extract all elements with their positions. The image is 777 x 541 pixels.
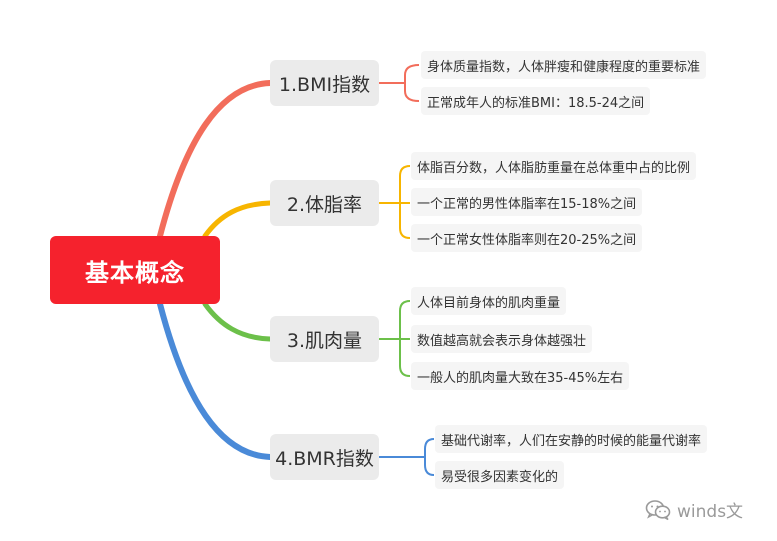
bracket-branch-2 [379, 165, 411, 239]
leaf-text: 正常成年人的标准BMI：18.5-24之间 [427, 95, 645, 111]
bracket-branch-1 [379, 64, 420, 102]
leaf-body-fat-2[interactable]: 一个正常的男性体脂率在15-18%之间 [411, 188, 643, 216]
root-node[interactable]: 基本概念 [50, 236, 220, 304]
wechat-icon [645, 499, 671, 520]
connector-root-branch-2 [202, 200, 273, 239]
leaf-text: 易受很多因素变化的 [441, 469, 559, 485]
leaf-text: 一个正常的男性体脂率在15-18%之间 [417, 196, 637, 212]
branch-muscle[interactable]: 3.肌肉量 [270, 316, 379, 362]
leaf-body-fat-3[interactable]: 一个正常女性体脂率则在20-25%之间 [411, 224, 643, 252]
branch-body-fat[interactable]: 2.体脂率 [270, 180, 379, 226]
branch-label: 3.肌肉量 [286, 329, 363, 352]
leaf-text: 一般人的肌肉量大致在35-45%左右 [417, 370, 624, 386]
leaf-muscle-3[interactable]: 一般人的肌肉量大致在35-45%左右 [411, 362, 630, 390]
connector-root-branch-3 [202, 301, 273, 342]
bracket-branch-4 [379, 438, 435, 476]
bracket-branch-3 [379, 300, 411, 377]
leaf-body-fat-1[interactable]: 体脂百分数，人体脂肪重量在总体重中占的比例 [411, 152, 697, 180]
leaf-text: 人体目前身体的肌肉重量 [417, 295, 561, 311]
leaf-muscle-2[interactable]: 数值越高就会表示身体越强壮 [411, 325, 593, 353]
leaf-text: 体脂百分数，人体脂肪重量在总体重中占的比例 [417, 160, 691, 176]
connector-root-branch-1 [157, 80, 273, 239]
leaf-text: 身体质量指数，人体胖瘦和健康程度的重要标准 [427, 59, 701, 75]
connector-root-branch-4 [157, 301, 273, 460]
leaf-bmr-2[interactable]: 易受很多因素变化的 [435, 461, 565, 489]
branch-label: 1.BMI指数 [278, 73, 371, 96]
leaf-text: 一个正常女性体脂率则在20-25%之间 [417, 232, 637, 248]
watermark: winds文 [645, 497, 743, 522]
watermark-text: winds文 [677, 502, 744, 522]
leaf-bmi-2[interactable]: 正常成年人的标准BMI：18.5-24之间 [421, 87, 651, 115]
leaf-bmr-1[interactable]: 基础代谢率，人们在安静的时候的能量代谢率 [435, 425, 708, 453]
branch-bmi[interactable]: 1.BMI指数 [270, 60, 379, 106]
leaf-text: 基础代谢率，人们在安静的时候的能量代谢率 [441, 433, 702, 449]
leaf-text: 数值越高就会表示身体越强壮 [417, 333, 587, 349]
branch-bmr[interactable]: 4.BMR指数 [270, 434, 379, 480]
leaf-muscle-1[interactable]: 人体目前身体的肌肉重量 [411, 287, 567, 315]
leaf-bmi-1[interactable]: 身体质量指数，人体胖瘦和健康程度的重要标准 [421, 51, 707, 79]
root-label: 基本概念 [85, 258, 185, 287]
branch-label: 2.体脂率 [286, 193, 363, 216]
branch-label: 4.BMR指数 [275, 447, 374, 470]
